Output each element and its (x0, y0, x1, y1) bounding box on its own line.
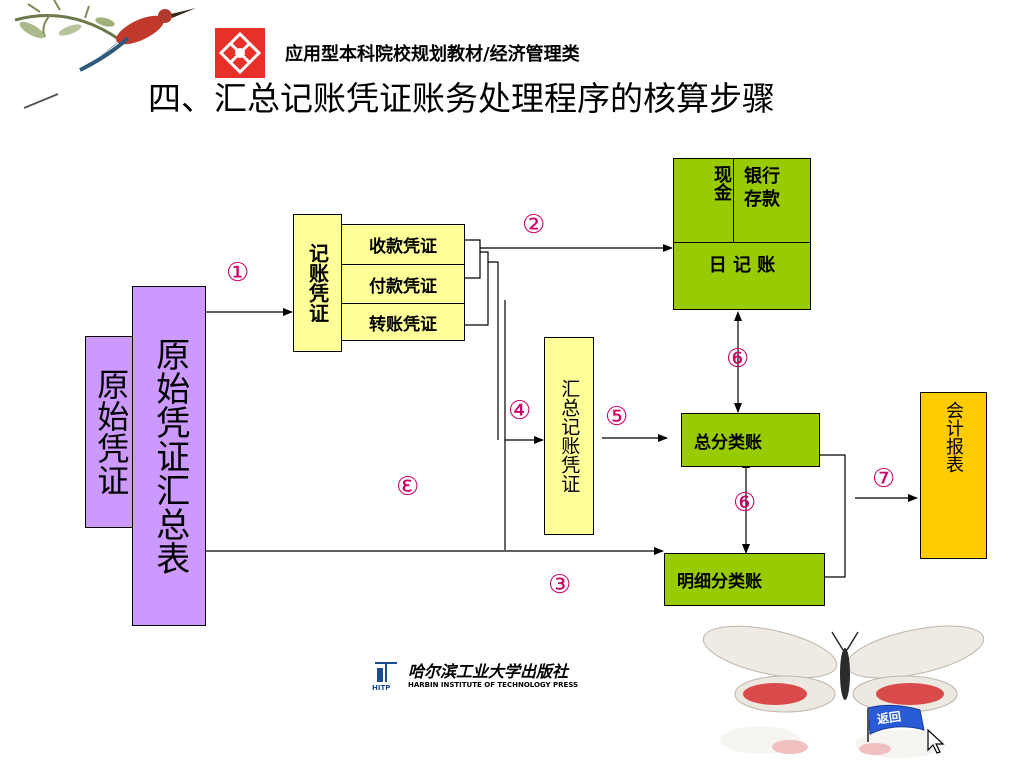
journal-title: 日 记 账 (708, 255, 776, 276)
voucher-group-label: 记账凭证 (293, 214, 342, 352)
return-button-label: 返回 (876, 709, 902, 727)
publisher-name-cn: 哈尔滨工业大学出版社 (408, 662, 569, 681)
step-1-marker: ① (226, 258, 250, 288)
cursor-arrow-icon (926, 728, 948, 754)
report-label: 会计报表 (943, 401, 964, 473)
step-5-marker: ⑤ (605, 402, 629, 432)
series-title: 应用型本科院校规划教材/经济管理类 (285, 44, 580, 65)
step-6-upper-marker: ⑥ (726, 344, 750, 374)
summary-voucher-box: 汇总记账凭证 (544, 337, 594, 535)
step-3-mirrored-marker: ③ (396, 472, 420, 502)
general-ledger-label: 总分类账 (694, 432, 762, 453)
publisher-logo-icon (373, 660, 399, 684)
detail-ledger-label: 明细分类账 (677, 572, 762, 592)
return-button[interactable]: 返回 (862, 700, 930, 742)
original-summary-box: 原始凭证汇总表 (132, 286, 206, 626)
step-2-marker: ② (522, 210, 546, 240)
step-4-marker: ④ (508, 396, 532, 426)
butterfly-decoration (700, 622, 990, 768)
general-ledger-box: 总分类账 (681, 413, 820, 467)
step-7-marker: ⑦ (872, 464, 896, 494)
pen-stroke-decoration (22, 92, 62, 110)
original-docs-box: 原始凭证 (85, 336, 137, 528)
step-3-marker: ③ (548, 570, 572, 600)
journal-bank-cell: 银行存款 (734, 159, 810, 243)
voucher-list: 收款凭证 付款凭证 转账凭证 (341, 224, 465, 341)
slide-title: 四、汇总记账凭证账务处理程序的核算步骤 (148, 79, 775, 118)
report-box: 会计报表 (920, 392, 987, 559)
journal-bank-text: 银行存款 (744, 166, 780, 211)
voucher-item-transfer: 转账凭证 (369, 315, 437, 335)
voucher-item-receipt: 收款凭证 (342, 225, 464, 265)
publisher-name-en: HARBIN INSTITUTE OF TECHNOLOGY PRESS (408, 681, 579, 689)
voucher-item-payment: 付款凭证 (342, 265, 464, 304)
publisher-hitp: HITP (372, 684, 391, 692)
step-6-lower-marker: ⑥ (733, 488, 757, 518)
series-logo-icon (215, 28, 265, 78)
bird-decoration (10, 0, 200, 95)
journal-cash-cell: 现金 (674, 159, 734, 243)
detail-ledger-box: 明细分类账 (664, 553, 825, 606)
journal-box: 现金 银行存款 日 记 账 (673, 158, 811, 310)
